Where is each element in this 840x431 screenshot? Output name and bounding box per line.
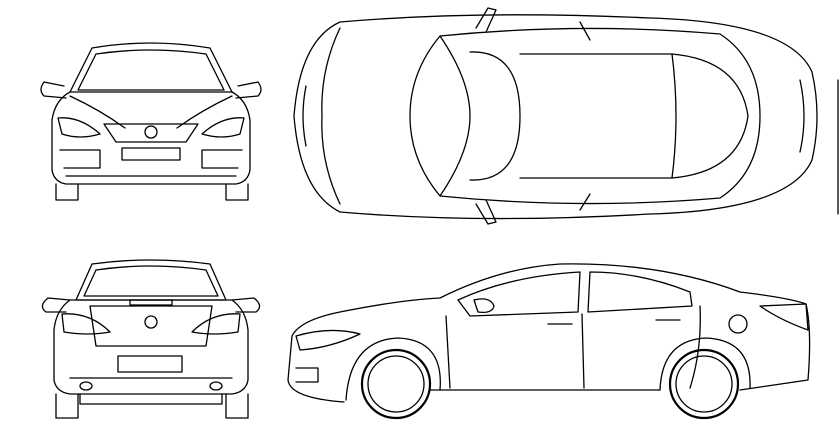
- rear-plate: [117, 355, 183, 373]
- side-view: [287, 263, 811, 420]
- front-mirror-right: [235, 81, 262, 99]
- front-view: [40, 42, 262, 201]
- side-mirror: [473, 298, 495, 314]
- rear-window: [83, 265, 219, 297]
- top-hood-lines: [302, 27, 341, 205]
- side-rim-front: [367, 355, 425, 413]
- side-wheel-arch-rear: [659, 337, 751, 391]
- top-view: [293, 7, 818, 225]
- side-rim-rear: [675, 355, 733, 413]
- top-mirror-left: [475, 7, 497, 33]
- front-plate: [121, 147, 181, 161]
- front-tire-left: [55, 183, 79, 201]
- rear-body: [53, 299, 249, 395]
- side-door-lines: [445, 305, 701, 389]
- top-mirror-right: [475, 199, 497, 225]
- top-body-outline: [293, 14, 818, 220]
- side-front-bumper: [295, 367, 319, 383]
- front-tire-right: [225, 183, 249, 201]
- rear-exhaust-left: [79, 381, 93, 391]
- top-windshield: [439, 35, 521, 197]
- rear-roof: [75, 259, 227, 301]
- rear-exhaust-right: [209, 381, 223, 391]
- side-handles: [547, 319, 681, 325]
- side-wheel-front: [360, 348, 432, 420]
- front-headlight-left: [57, 117, 101, 138]
- rear-view: [41, 259, 261, 419]
- front-badge: [144, 125, 158, 139]
- rear-taillight-right: [191, 313, 241, 335]
- rear-brake-light: [129, 299, 173, 306]
- top-roof: [519, 53, 677, 179]
- rear-taillight-left: [61, 313, 111, 335]
- side-wheel-arch-front: [345, 337, 441, 401]
- top-cabin: [409, 27, 761, 205]
- rear-badge: [144, 315, 158, 329]
- top-door-lines: [579, 21, 805, 211]
- front-mirror-left: [40, 81, 67, 99]
- side-windows: [457, 271, 693, 317]
- side-headlight: [295, 329, 361, 351]
- front-bumper: [59, 149, 243, 177]
- front-roof: [69, 42, 233, 93]
- rear-mirror-right: [231, 297, 261, 313]
- front-hood-lines: [69, 95, 233, 129]
- rear-mirror-left: [41, 297, 71, 313]
- front-grille: [103, 123, 199, 143]
- side-wheel-rear: [668, 348, 740, 420]
- rear-tire-right: [225, 393, 249, 419]
- side-taillight: [759, 303, 809, 331]
- rear-tire-left: [55, 393, 79, 419]
- rear-trunk: [89, 305, 213, 347]
- front-headlight-right: [201, 117, 245, 138]
- top-rear-window: [671, 53, 749, 179]
- front-windshield: [77, 49, 225, 91]
- side-fuel-cap: [728, 314, 748, 334]
- rear-diffuser: [69, 377, 233, 405]
- front-body: [51, 91, 251, 185]
